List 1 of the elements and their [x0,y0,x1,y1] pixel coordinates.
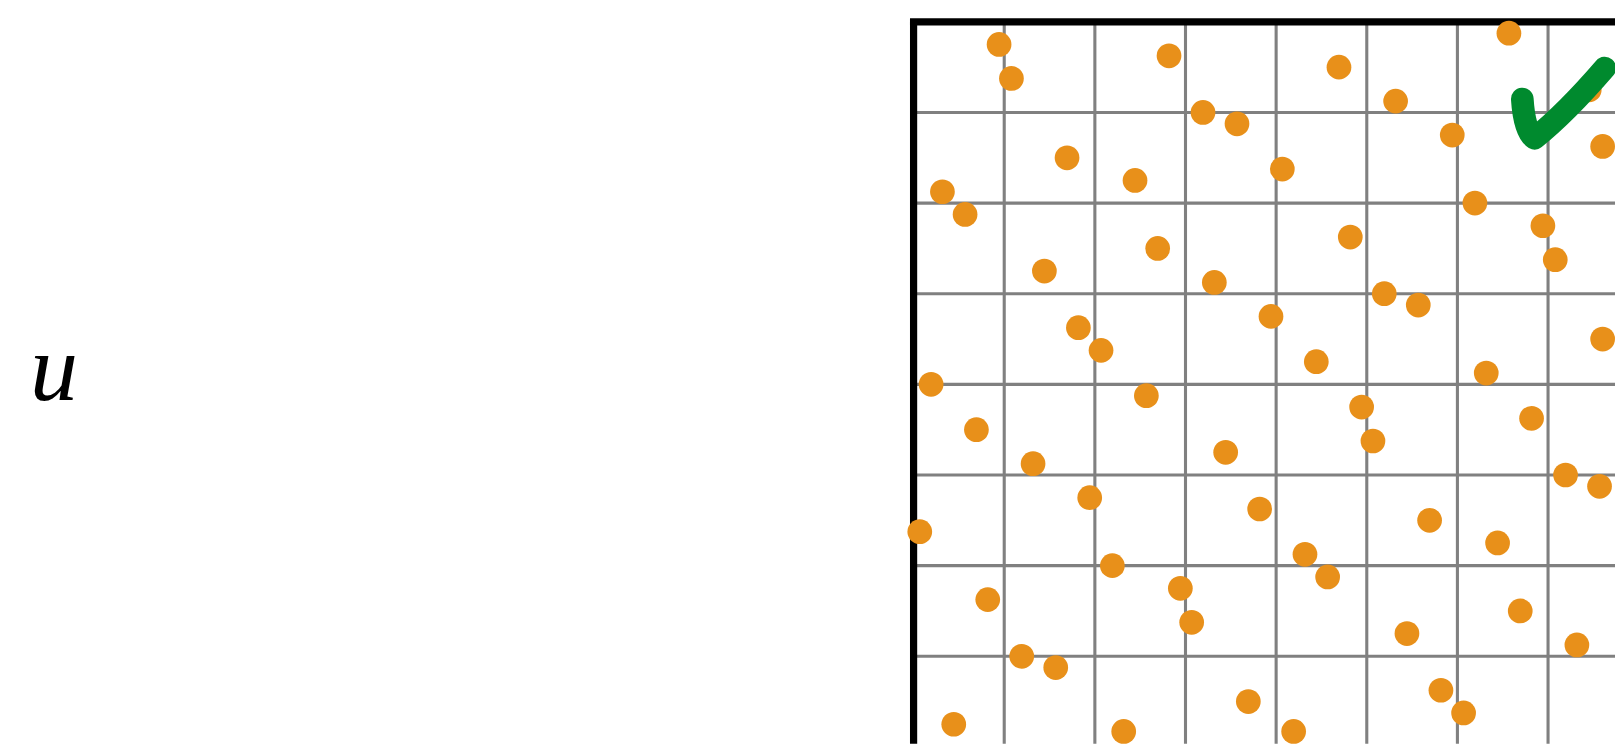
variable-label: u [30,320,78,416]
